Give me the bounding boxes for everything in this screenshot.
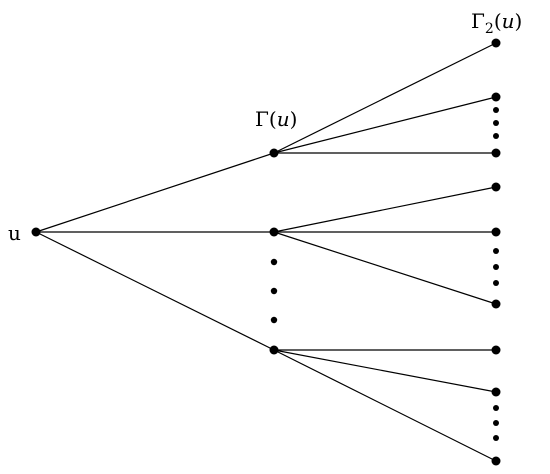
node-mid-bottom xyxy=(269,345,279,355)
node-leaf-3 xyxy=(491,148,501,158)
ellipsis-dot-leaf-bottom-1 xyxy=(493,405,499,411)
node-leaf-6 xyxy=(491,299,501,309)
label-gamma-u: Γ(u) xyxy=(255,107,297,131)
ellipsis-dot-leaf-top-1 xyxy=(493,107,499,113)
ellipsis-dot-mid-3 xyxy=(270,316,278,324)
edge-mid-middle-to-leaf-3 xyxy=(273,231,497,305)
label-gamma2-open: ( xyxy=(494,9,502,33)
node-leaf-8 xyxy=(491,387,501,397)
ellipsis-dot-mid-1 xyxy=(270,258,278,266)
label-gamma2-u: Γ2(u) xyxy=(471,9,522,37)
ellipsis-dot-leaf-top-2 xyxy=(493,120,499,126)
label-gamma2-subscript: 2 xyxy=(485,21,494,37)
node-root xyxy=(31,227,41,237)
ellipsis-dot-leaf-middle-3 xyxy=(493,280,499,286)
label-gamma2-close: ) xyxy=(515,9,523,33)
node-mid-top xyxy=(269,148,279,158)
label-root: u xyxy=(8,221,21,245)
node-leaf-4 xyxy=(491,182,501,192)
ellipsis-dot-leaf-bottom-3 xyxy=(493,435,499,441)
ellipsis-dot-leaf-top-3 xyxy=(493,133,499,139)
edge-mid-bottom-to-leaf-3 xyxy=(273,349,497,462)
label-gamma-u-prefix: Γ( xyxy=(255,107,277,131)
node-leaf-9 xyxy=(491,456,501,466)
ellipsis-dot-leaf-bottom-2 xyxy=(493,420,499,426)
label-gamma2-prefix: Γ xyxy=(471,9,485,33)
edge-mid-middle-to-leaf-1 xyxy=(273,186,497,233)
node-leaf-1 xyxy=(491,38,501,48)
node-leaf-2 xyxy=(491,92,501,102)
ellipsis-dot-mid-2 xyxy=(270,287,278,295)
edge-mid-top-to-leaf-1 xyxy=(273,42,497,154)
label-gamma2-var: u xyxy=(502,9,515,33)
node-mid-middle xyxy=(269,227,279,237)
edge-root-to-mid-bottom xyxy=(35,231,275,351)
edge-mid-bottom-to-leaf-2 xyxy=(273,349,497,393)
edge-mid-top-to-leaf-2 xyxy=(273,96,497,154)
label-gamma-u-suffix: ) xyxy=(290,107,298,131)
ellipsis-dot-leaf-middle-1 xyxy=(493,248,499,254)
edge-root-to-mid-top xyxy=(35,152,275,233)
ellipsis-dot-leaf-middle-2 xyxy=(493,264,499,270)
label-gamma-u-var: u xyxy=(277,107,290,131)
node-leaf-5 xyxy=(491,227,501,237)
node-leaf-7 xyxy=(491,345,501,355)
